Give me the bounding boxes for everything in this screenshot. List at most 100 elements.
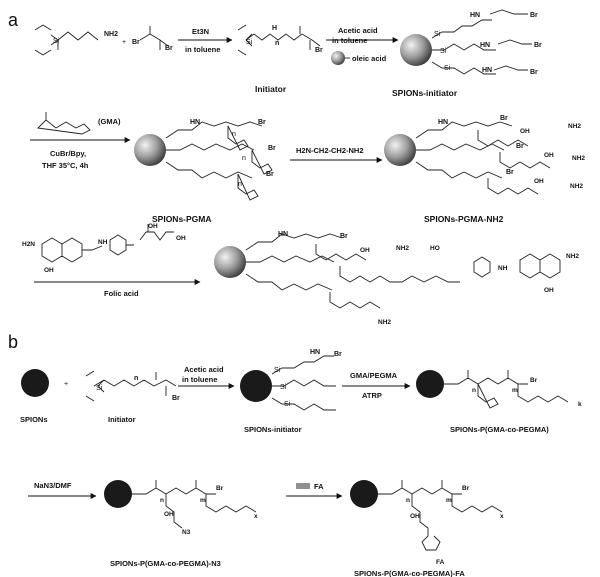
spions-core-b3 — [416, 370, 444, 398]
bromide-reagent: Br Br — [132, 26, 173, 52]
cop-br: Br — [530, 377, 538, 384]
br-right: Br — [165, 45, 173, 52]
conj-nh2-bottom: NH2 — [378, 319, 391, 326]
spions-initiator-a: Si Si Si HN HN HN Br Br Br — [400, 9, 542, 76]
initiator-molecule: Si H n Br — [237, 24, 323, 56]
hnb-1: HN — [310, 349, 320, 356]
acetic-acid-b: Acetic acid — [184, 365, 224, 374]
spions-pgma: HN Br Br Br n n n — [134, 119, 276, 201]
pgma-hn: HN — [190, 119, 200, 126]
gma-monomer — [37, 112, 91, 135]
amine-group: NH2 — [104, 31, 118, 38]
fap-oh: OH — [410, 513, 420, 520]
nh2chain-br3: Br — [506, 169, 514, 176]
fa-label: SPIONs-P(GMA-co-PEGMA)-FA — [354, 569, 465, 577]
hn-1: HN — [470, 12, 480, 19]
fap-m: m — [446, 497, 452, 504]
thf-label: THF 35°C, 4h — [42, 161, 89, 170]
nh2chain-oh1: OH — [520, 128, 530, 135]
conj-br1: Br — [340, 233, 348, 240]
nh2chain-nh2-3: NH2 — [570, 183, 583, 190]
sib-1: Si — [274, 367, 281, 374]
plus-sign-a: + — [122, 39, 126, 46]
fap-x: x — [500, 513, 504, 520]
oleic-acid-legend: oleic acid — [352, 54, 387, 63]
nh2chain-nh2-1: NH2 — [568, 123, 581, 130]
spions-initiator-label-b: SPIONs-initiator — [244, 425, 302, 434]
nh2chain-hn: HN — [438, 119, 448, 126]
si-1: Si — [434, 31, 441, 38]
grey-core-1 — [400, 34, 432, 66]
si-3: Si — [444, 65, 451, 72]
spions-core-b5 — [350, 480, 378, 508]
spions-pgma-nh2-label: SPIONs-PGMA-NH2 — [424, 214, 504, 224]
conj-oh-bottom: OH — [544, 287, 554, 294]
plus-sign-b: + — [64, 381, 68, 388]
conj-nh: NH — [498, 265, 508, 272]
fa-polymer: n m Br OH x FA — [350, 480, 504, 566]
br-left: Br — [132, 39, 140, 46]
az-m: m — [200, 497, 206, 504]
spions-core-b4 — [104, 480, 132, 508]
alkyne-triple-bond — [296, 483, 310, 489]
fap-br: Br — [462, 485, 470, 492]
conj-nh2: NH2 — [396, 245, 409, 252]
conj-nh2-right: NH2 — [566, 253, 579, 260]
initiator-label-a: Initiator — [255, 84, 287, 94]
acetic-acid-a: Acetic acid — [338, 26, 378, 35]
initiator-label-b: Initiator — [108, 415, 136, 424]
initiator-h: H — [272, 25, 277, 32]
cop-m: m — [512, 387, 518, 394]
initiator-b-n: n — [134, 375, 138, 382]
spions-core-b — [21, 369, 49, 397]
panel-b-label: b — [8, 332, 18, 352]
copolymer-b: n m Br k — [416, 370, 582, 409]
oleic-legend-core — [331, 51, 345, 65]
cop-n: n — [472, 387, 476, 394]
initiator-b-si: Si — [96, 385, 103, 392]
pgma-br1: Br — [258, 119, 266, 126]
cop-k: k — [578, 401, 582, 408]
spions-core-b2 — [240, 370, 272, 402]
grey-core-4 — [214, 246, 246, 278]
az-x: x — [254, 513, 258, 520]
grey-core-3 — [384, 134, 416, 166]
fa-reagent-label: FA — [314, 482, 324, 491]
conj-oh1: OH — [360, 247, 370, 254]
toluene-label-b: in toluene — [182, 375, 217, 384]
toluene-label-a2: in toluene — [332, 36, 367, 45]
folate-conjugate: HN Br OH NH2 HO NH NH2 OH NH2 — [214, 231, 579, 326]
pgma-n3: n — [238, 181, 242, 188]
toluene-label-a1: in toluene — [185, 45, 220, 54]
conj-hn: HN — [278, 231, 288, 238]
folate-oh-right: OH — [176, 235, 186, 242]
gma-label: (GMA) — [98, 117, 121, 126]
pgma-n1: n — [232, 131, 236, 138]
azide-label: SPIONs-P(GMA-co-PEGMA)-N3 — [110, 559, 221, 568]
si-atom: Si — [53, 38, 60, 45]
folate-nh: NH — [98, 239, 108, 246]
nh2chain-oh3: OH — [534, 178, 544, 185]
initiator-si: Si — [246, 39, 253, 46]
grey-core-2 — [134, 134, 166, 166]
panel-a-label: a — [8, 10, 19, 30]
spions-initiator-label-a: SPIONs-initiator — [392, 88, 458, 98]
pgma-n2: n — [242, 155, 246, 162]
az-n: n — [160, 497, 164, 504]
folic-acid-label: Folic acid — [104, 289, 139, 298]
folate-oh: OH — [44, 267, 54, 274]
azide-polymer: n m Br OH N3 x — [104, 480, 258, 536]
cubr-label: CuBr/Bpy, — [50, 149, 86, 158]
spions-label-b: SPIONs — [20, 415, 48, 424]
atrp-label: ATRP — [362, 391, 382, 400]
br-a2: Br — [534, 42, 542, 49]
nh2chain-br2: Br — [516, 143, 524, 150]
sib-3: Si — [284, 401, 291, 408]
spions-initiator-b: Si Si Si HN Br — [240, 349, 342, 411]
az-br: Br — [216, 485, 224, 492]
sib-2: Si — [280, 384, 287, 391]
folic-acid-molecule: H2N OH NH OH OH — [22, 223, 186, 274]
pgma-br2: Br — [268, 145, 276, 152]
